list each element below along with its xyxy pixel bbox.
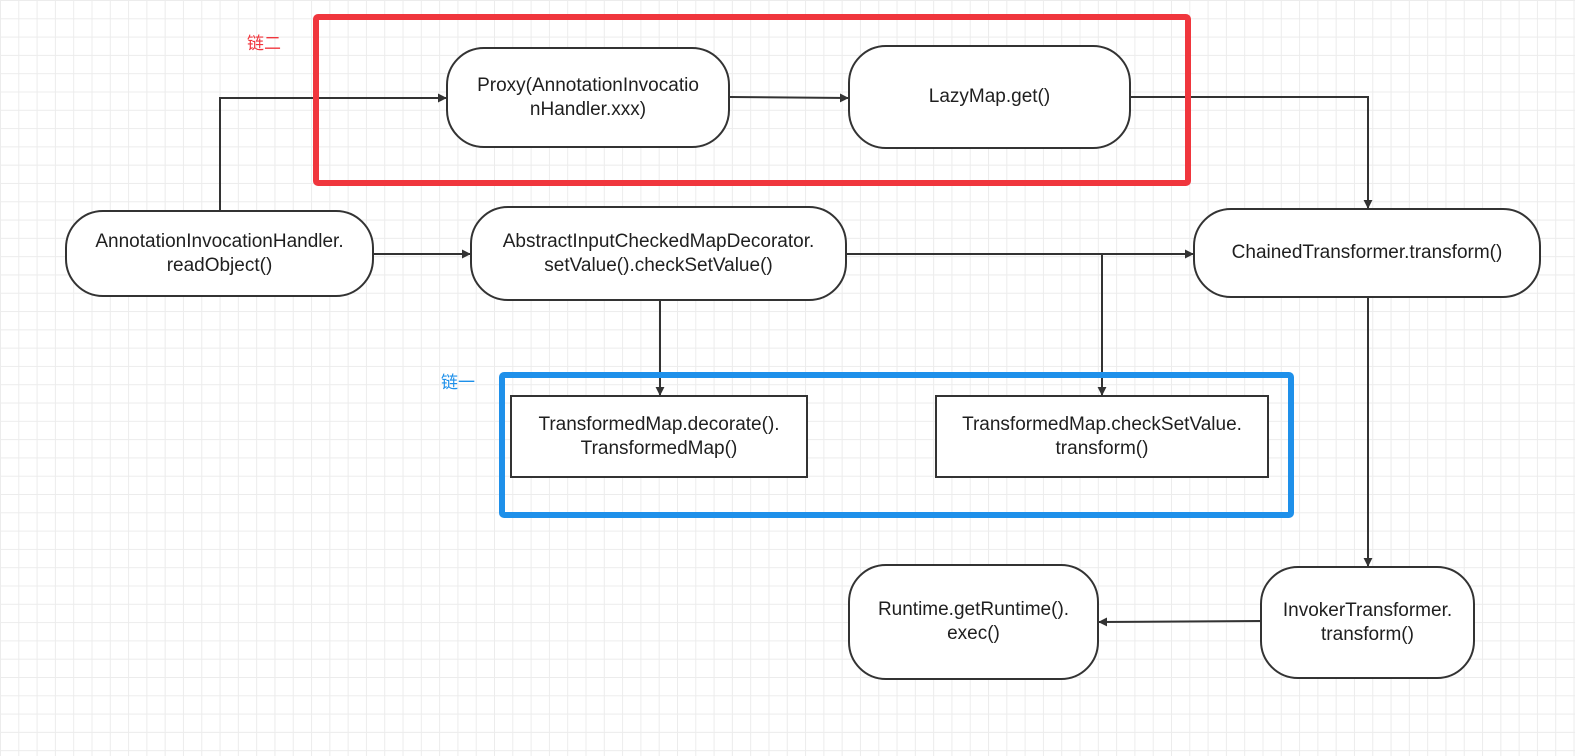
node-proxy-annotation-handler[interactable]: Proxy(AnnotationInvocatio nHandler.xxx)	[446, 47, 730, 148]
node-transformedmap-decorate[interactable]: TransformedMap.decorate(). TransformedMa…	[510, 395, 808, 478]
node-annotation-readobject[interactable]: AnnotationInvocationHandler. readObject(…	[65, 210, 374, 297]
node-abstract-checked-map[interactable]: AbstractInputCheckedMapDecorator. setVal…	[470, 206, 847, 301]
node-lazymap-get[interactable]: LazyMap.get()	[848, 45, 1131, 149]
node-transformedmap-checksetvalue[interactable]: TransformedMap.checkSetValue. transform(…	[935, 395, 1269, 478]
edge-proxy-to-lazymap	[729, 93, 849, 103]
chain-two-label: 链二	[247, 34, 281, 54]
chain-one-label: 链一	[441, 373, 475, 393]
edge-invoker-to-runtime	[1098, 617, 1261, 627]
node-invoker-transformer[interactable]: InvokerTransformer. transform()	[1260, 566, 1475, 679]
edge-readobject-to-proxy	[219, 93, 447, 210]
node-runtime-exec[interactable]: Runtime.getRuntime(). exec()	[848, 564, 1099, 680]
chain-one-group	[499, 372, 1294, 518]
chain-two-group	[313, 14, 1191, 186]
edge-lazymap-to-chained	[1131, 96, 1373, 209]
node-chained-transformer[interactable]: ChainedTransformer.transform()	[1193, 208, 1541, 298]
